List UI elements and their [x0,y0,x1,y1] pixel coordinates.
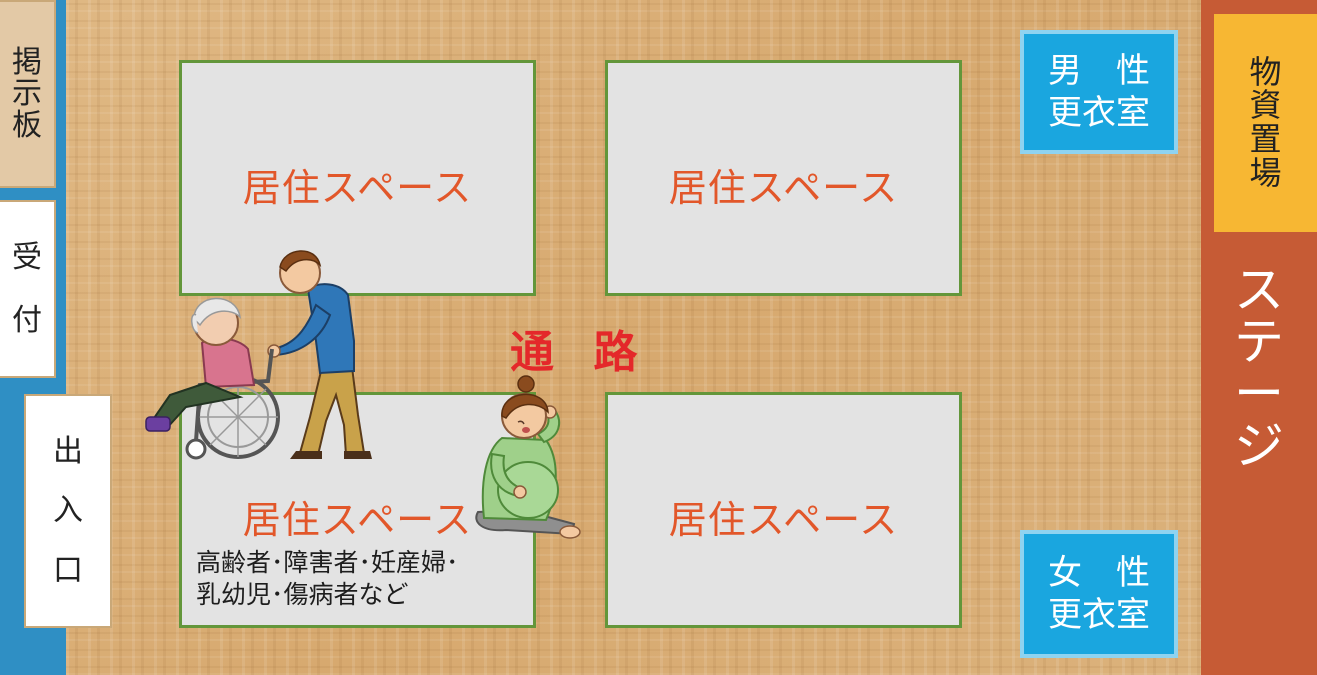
notice-board-char: 板 [12,107,42,143]
living-space-label: 居住スペース [242,498,473,542]
stage-label: ス テ ー ジ [1201,264,1317,472]
entrance: 出 入 口 [24,394,112,628]
female-locker-line: 女 性 [1048,553,1150,593]
entrance-char: 口 [53,552,83,588]
wheelchair-caregiver-illustration [145,250,372,460]
male-locker-line: 更衣室 [1048,93,1150,133]
supplies-char: 資 [1249,86,1282,125]
notice-board-char: 示 [12,76,42,112]
priority-note-line: 乳幼児･傷病者など [196,580,409,609]
stage-char: ー [1234,365,1284,423]
living-space-bottom-right: 居住スペース [605,392,962,628]
living-space-label: 居住スペース [668,166,899,210]
supplies-storage: 物 資 置 場 [1214,14,1317,232]
stage-char: ス [1234,261,1284,319]
male-locker-room: 男 性 更衣室 [1020,30,1178,154]
female-locker-room: 女 性 更衣室 [1020,530,1178,658]
male-locker-line: 男 性 [1048,51,1150,91]
reception-char: 受 [12,239,42,275]
reception-desk: 受 付 [0,200,56,378]
entrance-char: 出 [53,433,83,469]
reception-char: 付 [12,302,42,338]
priority-note: 高齢者･障害者･妊産婦･ 乳幼児･傷病者など [196,547,459,611]
stage-char: ジ [1234,417,1284,475]
pregnant-woman-illustration [475,375,581,539]
female-locker-line: 更衣室 [1048,595,1150,635]
living-space-top-left: 居住スペース [179,60,536,296]
supplies-char: 置 [1249,120,1282,158]
supplies-char: 場 [1249,153,1282,192]
living-space-top-right: 居住スペース [605,60,962,296]
living-space-label: 居住スペース [668,498,899,542]
living-space-label: 居住スペース [242,166,473,210]
stage-char: テ [1234,313,1284,371]
notice-board: 掲 示 板 [0,0,56,188]
priority-note-line: 高齢者･障害者･妊産婦･ [196,548,459,577]
notice-board-char: 掲 [12,44,42,80]
passage-label: 通 路 [510,327,650,378]
entrance-char: 入 [53,493,83,529]
supplies-char: 物 [1249,52,1282,91]
